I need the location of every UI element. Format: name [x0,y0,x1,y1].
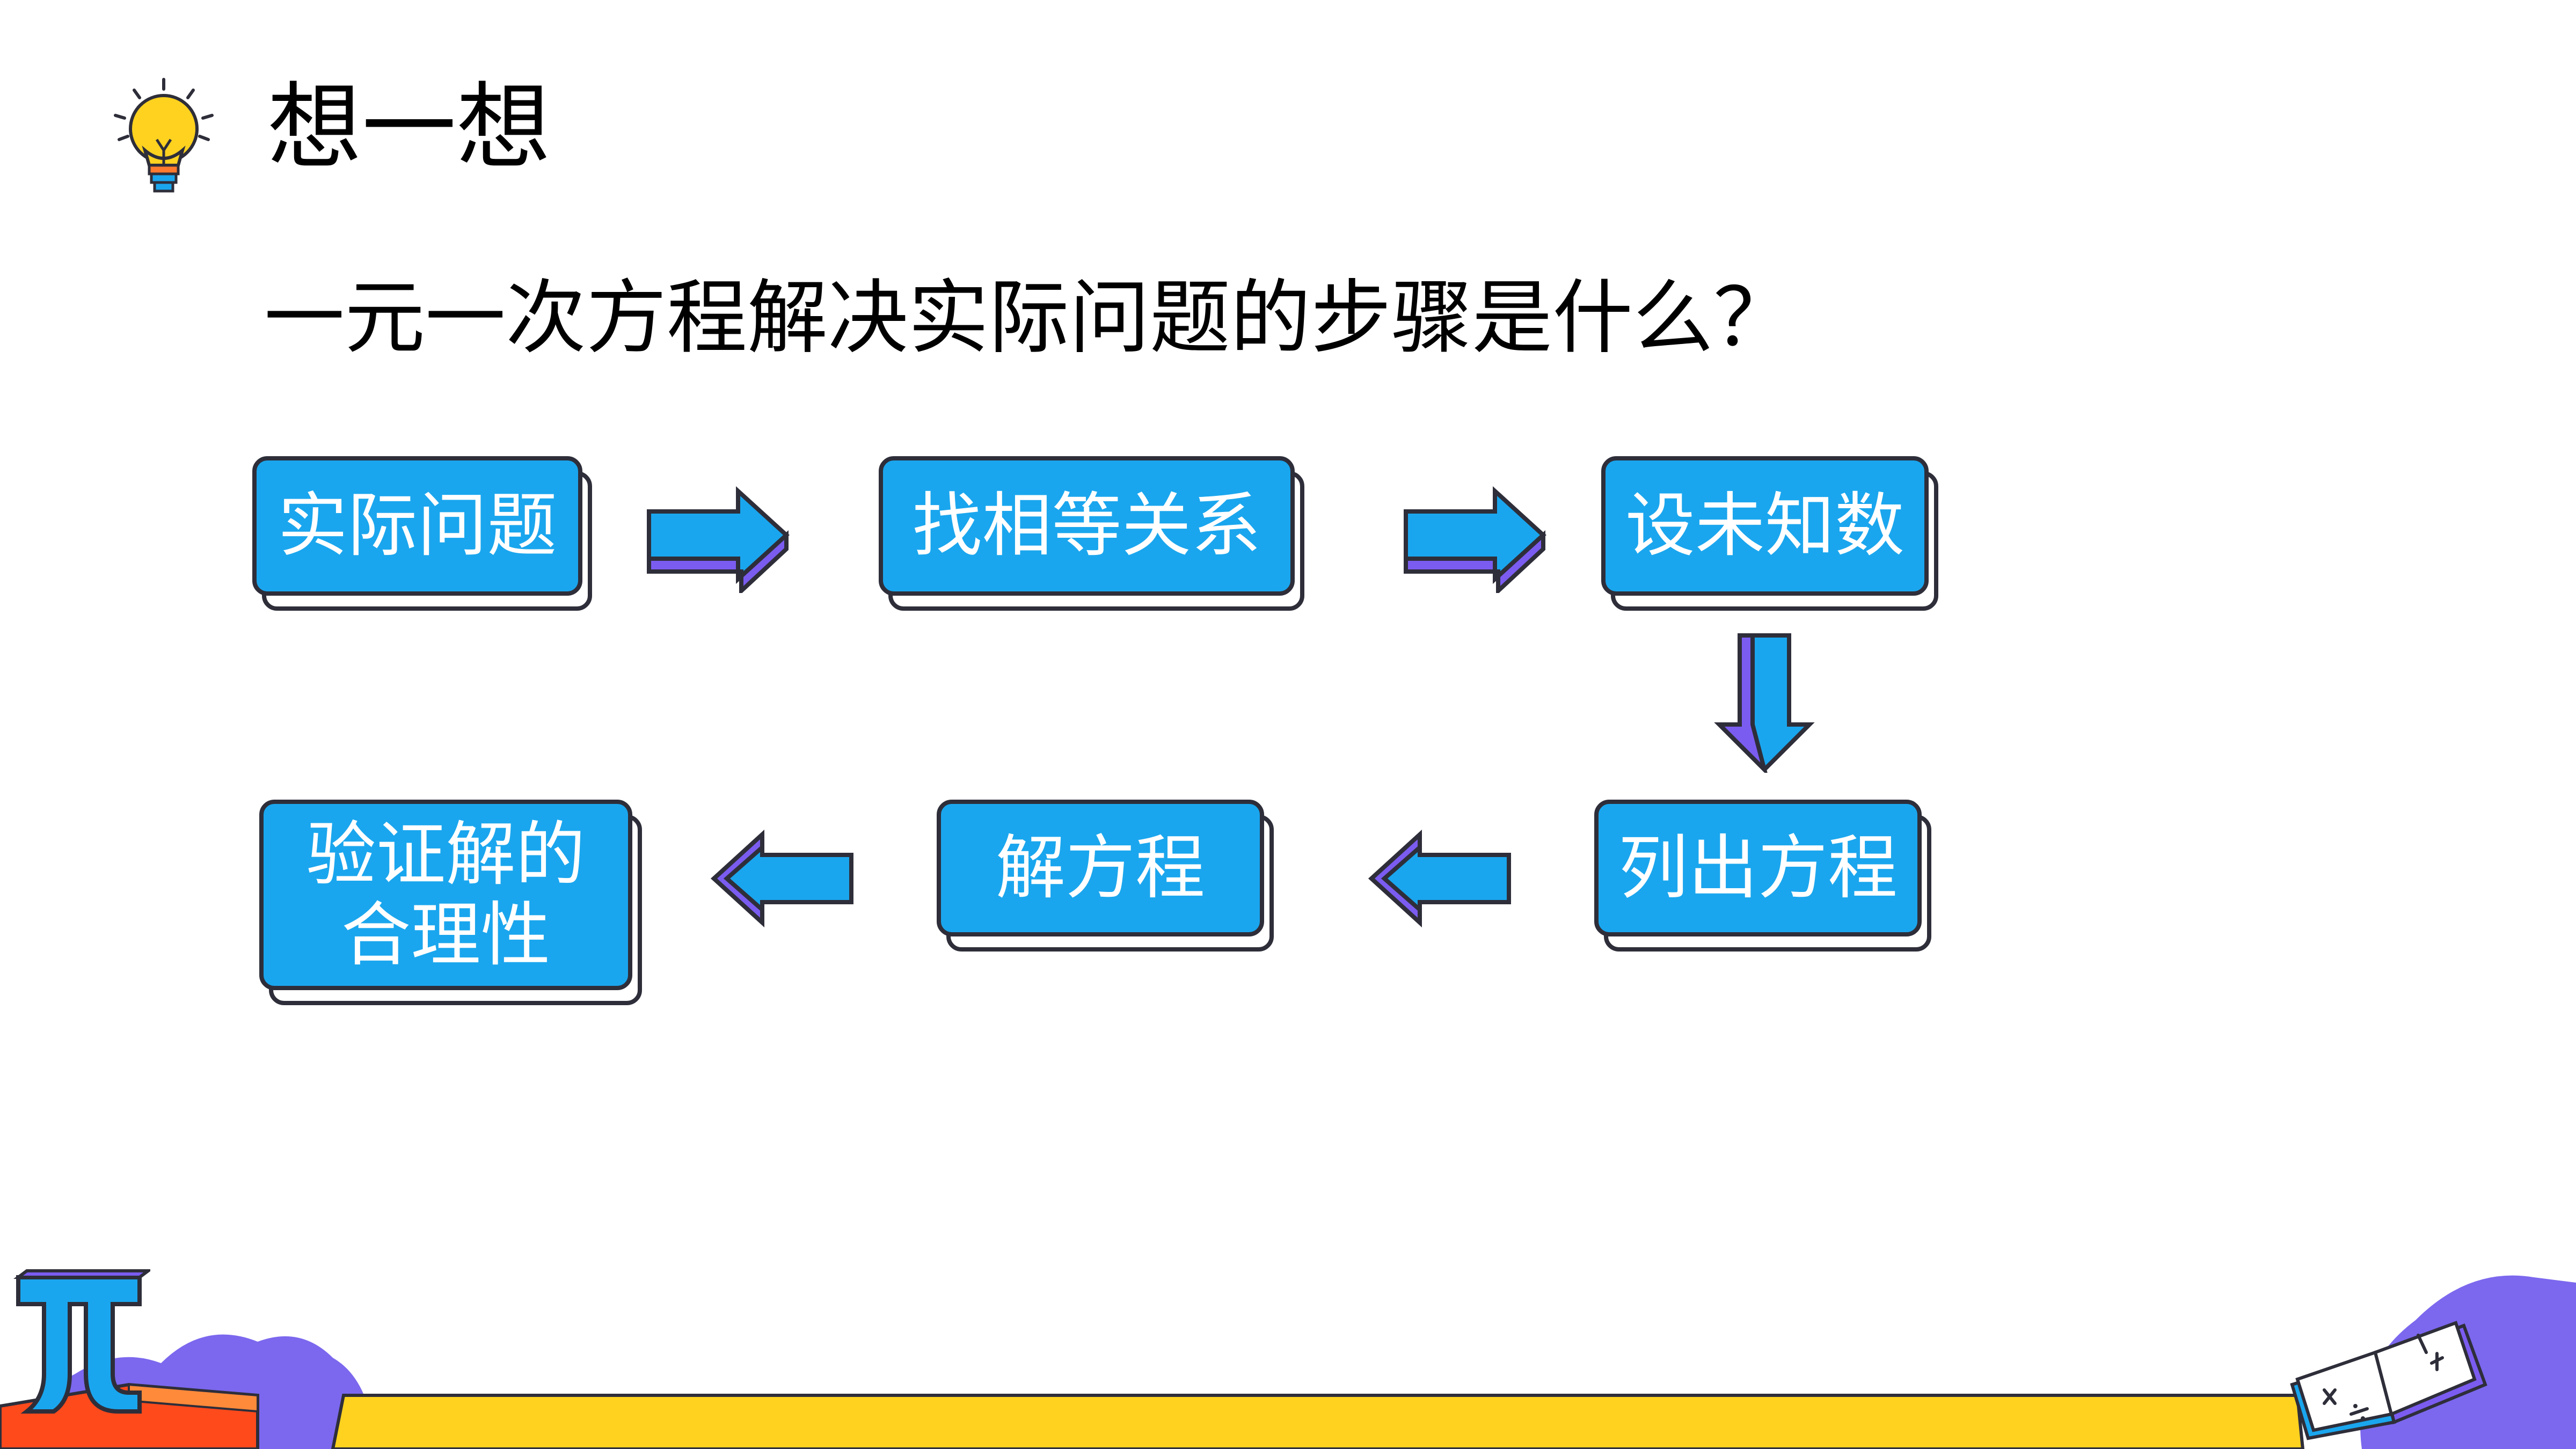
pi-symbol-icon [13,1269,150,1414]
step-label: 列出方程 [1618,826,1898,909]
arrow-down-icon [1714,633,1815,773]
question-text: 一元一次方程解决实际问题的步骤是什么？ [264,272,1794,365]
arrow-right-icon [647,486,790,593]
step-label: 验证解的 合理性 [306,814,586,976]
step-label: 设未知数 [1625,485,1904,567]
step-box-2: 找相等关系 [879,456,1304,611]
step-box-5: 解方程 [937,800,1274,952]
step-box-1: 实际问题 [252,456,592,611]
arrow-left-icon [711,829,853,928]
arrow-right-icon [1404,486,1546,593]
step-box-3: 设未知数 [1601,456,1938,611]
step-label: 解方程 [995,826,1205,909]
step-label: 实际问题 [278,485,557,567]
math-book-icon [2290,1321,2487,1440]
step-label: 找相等关系 [912,485,1261,567]
footer-decoration [0,1275,2576,1449]
lightbulb-icon [114,78,214,193]
step-box-6: 验证解的 合理性 [259,800,642,1005]
step-box-4: 列出方程 [1594,800,1931,952]
arrow-left-icon [1368,829,1511,928]
page-title: 想一想 [267,72,551,182]
